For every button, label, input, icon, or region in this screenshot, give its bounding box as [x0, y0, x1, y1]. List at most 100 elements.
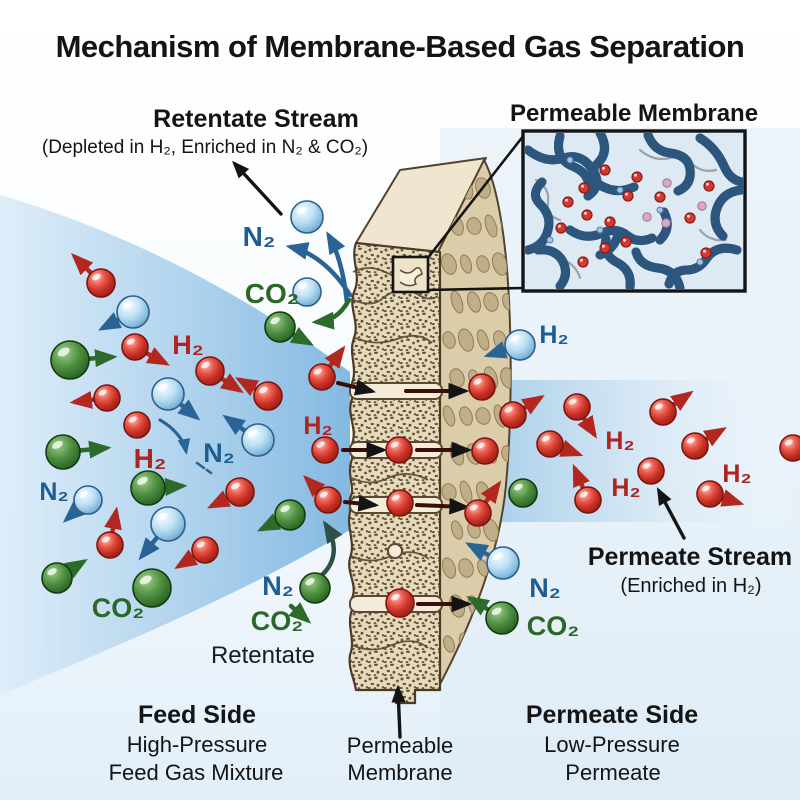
molecule-h2	[174, 536, 219, 569]
molecule-h2	[235, 377, 283, 411]
molecule-arrow	[289, 326, 314, 346]
curved-arrow	[158, 418, 191, 455]
gas-label: H₂	[605, 427, 634, 455]
h2-dot	[631, 171, 643, 183]
gas-label: N₂	[262, 571, 294, 601]
molecule-arrow	[138, 535, 160, 561]
transit-arrow	[343, 495, 380, 512]
membrane-texture	[349, 243, 440, 703]
molecule-arrow	[78, 440, 112, 459]
molecule-h2	[464, 480, 502, 527]
polymer-network	[525, 133, 744, 290]
molecule-n2	[290, 200, 324, 234]
molecule-h2	[385, 436, 413, 464]
magnifier-callout	[391, 134, 526, 294]
molecule-h2	[311, 436, 339, 464]
molecule-co2	[50, 340, 118, 380]
molecule-h2	[696, 480, 745, 508]
molecule-arrow	[572, 463, 590, 490]
molecule-co2	[256, 499, 306, 532]
curved-arrow	[326, 231, 350, 306]
molecule-arrow	[483, 341, 508, 359]
molecule-h2	[471, 437, 499, 465]
molecule-n2	[465, 542, 520, 580]
gas-label: H₂	[722, 460, 751, 488]
molecule-co2	[45, 434, 112, 470]
molecule-h2	[195, 356, 244, 394]
feed-side-line2: Feed Gas Mixture	[109, 760, 284, 785]
h2-dot	[684, 212, 696, 224]
pink-dot	[661, 218, 671, 228]
molecule-arrow	[720, 489, 745, 507]
retentate-stream-heading: Retentate Stream	[153, 105, 359, 133]
gas-label: N₂	[39, 478, 68, 506]
molecule-arrow	[559, 439, 584, 457]
permeate-side-heading: Permeate Side	[526, 701, 698, 729]
molecule-arrow	[520, 395, 545, 415]
gas-label: CO₂	[92, 593, 145, 623]
molecule-arrow	[145, 347, 170, 366]
h2-dot	[555, 222, 567, 234]
permeate-side-line2: Permeate	[565, 760, 660, 785]
gas-label: H₂	[611, 474, 640, 502]
molecule-arrow	[174, 549, 199, 569]
h2-dot	[622, 190, 634, 202]
molecule-arrow	[466, 596, 491, 616]
molecule-co2	[130, 470, 188, 506]
retentate-pointer	[232, 160, 283, 216]
gas-label: N₂	[203, 438, 235, 468]
molecule-h2	[123, 411, 151, 439]
molecule-h2	[563, 393, 597, 439]
molecule-arrow	[206, 490, 232, 509]
inset-gas-dots	[555, 164, 715, 268]
molecule-arrow	[163, 478, 188, 496]
molecule-arrow	[324, 345, 346, 369]
h2-dot	[604, 216, 616, 228]
molecule-h2	[572, 463, 602, 514]
retentate-stream-sub: (Depleted in H₂, Enriched in N₂ & CO₂)	[42, 137, 368, 158]
gas-label: CO₂	[527, 611, 580, 641]
molecule-co2	[264, 311, 314, 346]
permeable-membrane-inset	[521, 129, 747, 293]
polymer-nodes	[546, 156, 704, 266]
pink-dot	[662, 178, 672, 188]
molecule-arrow	[71, 253, 94, 276]
molecule-arrow	[670, 390, 694, 412]
h2-dot	[620, 236, 632, 248]
molecule-n2	[62, 485, 103, 523]
h2-dot	[700, 247, 712, 259]
permeate-stream-sub: (Enriched in H₂)	[620, 575, 761, 597]
molecule-h2	[779, 430, 800, 462]
gas-label: H₂	[303, 412, 332, 440]
molecule-h2	[637, 457, 665, 485]
molecule-h2	[386, 489, 414, 517]
molecule-arrow	[480, 480, 502, 504]
molecule-n2	[138, 506, 186, 561]
molecule-arrow	[98, 312, 123, 331]
h2-dot	[578, 182, 590, 194]
molecule-h2	[121, 333, 170, 366]
pink-dot	[697, 201, 707, 211]
molecule-h2	[385, 588, 415, 618]
molecule-arrow	[177, 399, 201, 421]
transit-arrows	[336, 379, 473, 613]
page-title: Mechanism of Membrane-Based Gas Separati…	[56, 29, 745, 64]
captions: Mechanism of Membrane-Based Gas Separati…	[42, 29, 792, 785]
molecule-arrow	[256, 513, 282, 532]
molecule-arrow	[62, 501, 86, 523]
curved-arrow	[319, 520, 343, 578]
permeate-stream-heading: Permeate Stream	[588, 543, 792, 571]
inset-title: Permeable Membrane	[510, 100, 758, 127]
molecule-n2	[292, 277, 322, 307]
flow-arrows	[158, 231, 353, 624]
permeate-pointer	[656, 487, 686, 540]
molecule-h2	[303, 475, 342, 514]
molecule-co2	[132, 568, 172, 608]
molecule-arrow	[702, 427, 727, 447]
pointer-arrows	[232, 160, 686, 739]
molecule-h2	[649, 390, 694, 426]
transit-arrow	[336, 379, 377, 396]
